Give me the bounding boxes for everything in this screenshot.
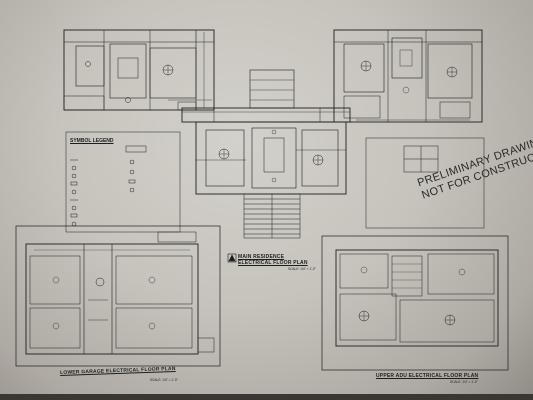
main-plan-subtitle: ELECTRICAL FLOOR PLAN xyxy=(238,260,308,266)
main-plan-scale: SCALE: 1/4" = 1'-0" xyxy=(288,267,316,271)
general-notes-box xyxy=(365,137,485,229)
symbol-legend-box xyxy=(65,131,181,233)
main-corridor-plan xyxy=(181,69,351,123)
north-arrow-icon xyxy=(227,253,237,263)
main-right-wing-plan xyxy=(333,29,483,123)
garage-plan-scale: SCALE: 1/4" = 1'-0" xyxy=(150,378,178,382)
table-edge xyxy=(0,394,533,400)
upper-adu-plan xyxy=(321,235,509,371)
main-center-hall-plan xyxy=(195,121,347,195)
symbol-legend-title: SYMBOL LEGEND xyxy=(70,138,114,144)
lower-garage-plan xyxy=(15,225,221,367)
main-stair-plan xyxy=(243,193,301,239)
adu-plan-title: UPPER ADU ELECTRICAL FLOOR PLAN xyxy=(376,373,479,379)
main-plan-title: MAIN RESIDENCE xyxy=(238,254,285,260)
adu-plan-scale: SCALE: 1/4" = 1'-0" xyxy=(450,380,478,384)
main-left-wing-plan xyxy=(63,29,215,111)
